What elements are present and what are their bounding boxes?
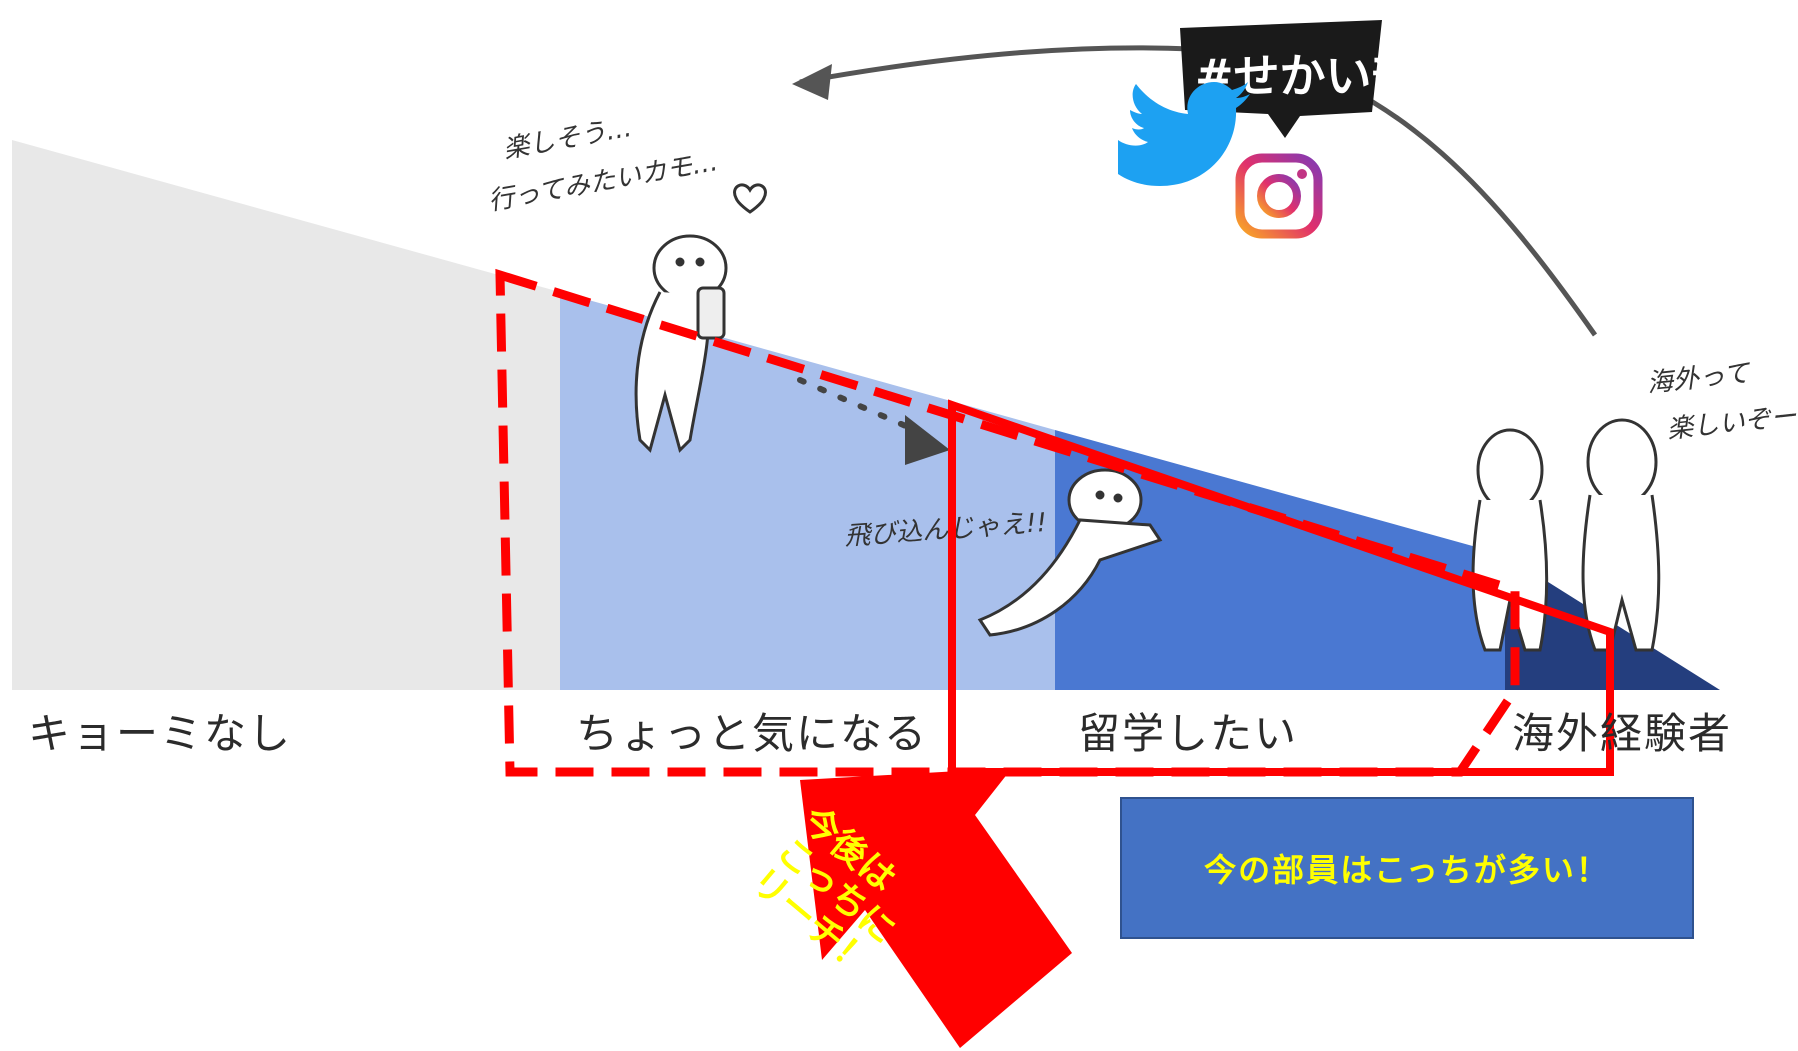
experienced-remark-2: 楽しいぞー — [1666, 401, 1798, 445]
twitter-icon — [1118, 82, 1250, 186]
instagram-icon — [1235, 153, 1323, 239]
stage-band-curious — [560, 292, 1055, 690]
reach-arrow — [800, 768, 1072, 1048]
stage-label-want-study: 留学したい — [1078, 709, 1299, 758]
stage-band-want-study — [1055, 430, 1505, 690]
curious-thought-1: 楽しそう… — [501, 113, 634, 165]
stage-band-no-interest — [12, 140, 560, 690]
curious-figure — [634, 183, 767, 453]
stage-label-curious: ちょっと気になる — [576, 709, 929, 758]
experienced-remark-1: 海外って — [1646, 358, 1753, 399]
motion-dots — [797, 377, 918, 433]
stage-label-experienced: 海外経験者 — [1512, 709, 1733, 758]
future-reach-dashed-outline — [495, 268, 1520, 777]
current-members-callout: 今の部員はこっちが多い！ — [1120, 797, 1694, 939]
current-members-callout-text: 今の部員はこっちが多い！ — [1204, 851, 1610, 889]
current-members-solid-outline — [948, 399, 1614, 776]
motion-arrowhead-icon — [905, 415, 950, 465]
jumping-figure — [977, 468, 1163, 637]
experienced-figures — [1471, 418, 1661, 652]
stage-label-no-interest: キョーミなし — [28, 709, 293, 758]
loop-arrowhead-icon — [792, 64, 832, 100]
